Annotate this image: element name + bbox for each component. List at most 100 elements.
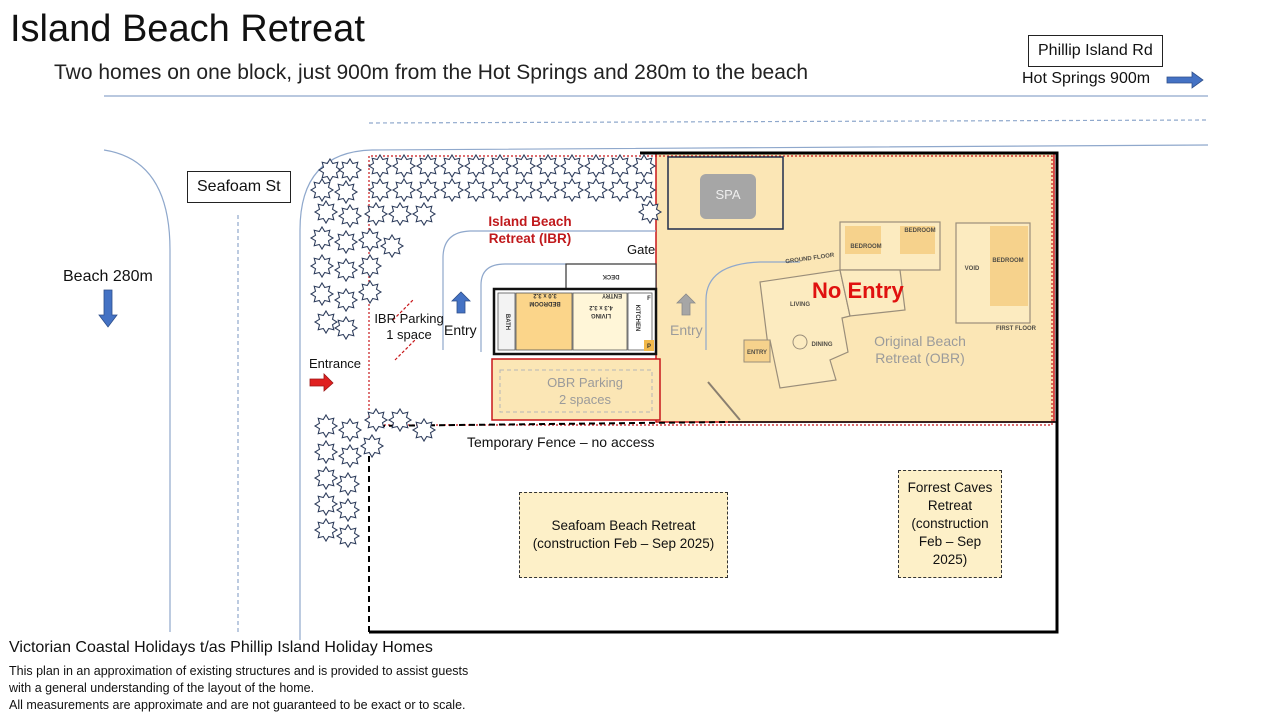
ibr-entry-arrow [451, 291, 471, 314]
tree-icon [463, 153, 489, 179]
road-sign: Phillip Island Rd [1028, 35, 1163, 67]
svg-text:KITCHEN: KITCHEN [634, 305, 640, 332]
tree-icon [559, 153, 585, 179]
no-entry-label: No Entry [812, 278, 904, 303]
hot-springs-label: Hot Springs 900m [1022, 70, 1151, 87]
svg-text:ENTRY: ENTRY [747, 350, 767, 356]
tree-icon [415, 177, 441, 203]
ibr-lot-boundary [368, 155, 1053, 426]
svg-text:BATH: BATH [504, 314, 510, 330]
svg-text:DECK: DECK [602, 273, 620, 279]
svg-text:LIVING: LIVING [790, 302, 810, 308]
obr-parking-label: OBR Parking 2 spaces [530, 374, 640, 408]
forrest-line: 2025) [932, 552, 968, 567]
fence-label: Temporary Fence – no access [467, 434, 655, 450]
ibr-building: DECK BATH BEDROOM 3.0 x 3.2 LIVING 4.3 x… [492, 263, 658, 356]
ibr-title: Island Beach Retreat (IBR) [470, 213, 590, 247]
street-sign: Seafoam St [187, 171, 291, 203]
svg-text:FIRST FLOOR: FIRST FLOOR [996, 326, 1037, 332]
entrance-label: Entrance [309, 356, 362, 371]
tree-icon [357, 227, 383, 253]
ibr-entry-label: Entry [444, 322, 477, 338]
obr-name-line: Original Beach [874, 333, 966, 349]
tree-icon [391, 177, 417, 203]
svg-text:BEDROOM: BEDROOM [850, 244, 881, 250]
tree-icon [333, 287, 359, 313]
tree-icon [535, 153, 561, 179]
tree-icon [367, 153, 393, 179]
tree-icon [439, 177, 465, 203]
ibr-parking-line: 1 space [386, 327, 432, 342]
beach-label: Beach 280m [63, 268, 153, 285]
tree-icon [359, 433, 385, 459]
tree-icon [317, 157, 343, 183]
svg-text:4.3 x 3.2: 4.3 x 3.2 [589, 304, 613, 310]
ibr-title-line: Retreat (IBR) [488, 231, 572, 246]
tree-icon [387, 407, 413, 433]
svg-text:BEDROOM: BEDROOM [992, 258, 1023, 264]
entrance-arrow [309, 373, 334, 392]
obr-parking-line: OBR Parking [547, 375, 623, 390]
tree-icon [313, 465, 339, 491]
tree-icon [631, 153, 657, 179]
tree-icon [391, 153, 417, 179]
tree-icon [337, 157, 363, 183]
tree-icon [309, 225, 335, 251]
seafoam-construction-box: Seafoam Beach Retreat (construction Feb … [519, 492, 728, 578]
tree-icon [309, 177, 335, 203]
tree-icon [335, 523, 361, 549]
tree-icon [333, 315, 359, 341]
tree-icon [463, 177, 489, 203]
tree-icon [487, 177, 513, 203]
page-title: Island Beach Retreat [10, 8, 365, 50]
tree-icon [313, 413, 339, 439]
tree-icon [631, 177, 657, 203]
obr-entry-arrow [676, 293, 696, 316]
tree-icon [387, 201, 413, 227]
disclaimer-line: All measurements are approximate and are… [9, 698, 466, 712]
tree-icon [607, 153, 633, 179]
tree-icon [333, 179, 359, 205]
obr-building: GROUND FLOOR BEDROOM BEDROOM BEDROOM VOI… [743, 221, 1037, 389]
forrest-line: (construction [911, 516, 989, 531]
property-boundary [368, 151, 1059, 634]
svg-text:DINING: DINING [812, 342, 833, 348]
tree-icon [583, 153, 609, 179]
disclaimer-line: with a general understanding of the layo… [9, 681, 315, 695]
forrest-line: Retreat [927, 498, 973, 513]
tree-hedge [309, 153, 663, 549]
tree-icon [337, 417, 363, 443]
ibr-parking-label: IBR Parking 1 space [372, 311, 446, 343]
tree-icon [309, 253, 335, 279]
tree-icon [511, 153, 537, 179]
obr-name-label: Original Beach Retreat (OBR) [860, 333, 980, 367]
svg-text:BEDROOM: BEDROOM [529, 300, 560, 306]
seafoam-line: Seafoam Beach Retreat [551, 518, 696, 533]
spa-label: SPA [715, 187, 741, 202]
tree-icon [357, 253, 383, 279]
svg-text:LIVING: LIVING [591, 312, 611, 318]
ibr-title-line: Island Beach [488, 214, 572, 229]
obr-name-line: Retreat (OBR) [875, 350, 965, 366]
tree-icon [309, 281, 335, 307]
tree-icon [487, 153, 513, 179]
forrest-construction-box: Forrest Caves Retreat (construction Feb … [898, 470, 1002, 578]
tree-icon [511, 177, 537, 203]
tree-icon [535, 177, 561, 203]
tree-icon [411, 201, 437, 227]
page-subtitle: Two homes on one block, just 900m from t… [54, 61, 809, 84]
tree-icon [337, 443, 363, 469]
tree-icon [411, 417, 437, 443]
forrest-line: Forrest Caves [907, 480, 993, 495]
tree-icon [333, 229, 359, 255]
forrest-line: Feb – Sep [918, 534, 982, 549]
tree-icon [559, 177, 585, 203]
tree-icon [337, 203, 363, 229]
ibr-driveway [442, 230, 800, 352]
disclaimer-line: This plan in an approximation of existin… [9, 664, 469, 678]
tree-icon [363, 407, 389, 433]
svg-text:3.0 x 3.2: 3.0 x 3.2 [533, 292, 557, 298]
spa-tub [700, 174, 756, 219]
tree-icon [333, 257, 359, 283]
